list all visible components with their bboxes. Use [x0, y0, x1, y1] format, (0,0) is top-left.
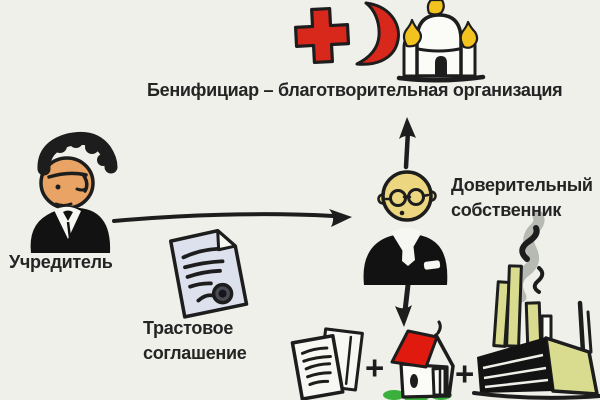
founder-figure — [30, 131, 118, 253]
founder-eye — [55, 184, 61, 190]
trustee-label-line1: Доверительный — [451, 175, 593, 195]
founder-label: Учредитель — [9, 252, 113, 272]
factory-front — [477, 337, 554, 393]
trustee-figure — [363, 170, 448, 285]
trustee-tie — [402, 233, 415, 266]
trust-agreement-label-line1: Трастовое — [143, 318, 234, 338]
house-icon — [383, 320, 455, 400]
roof — [390, 329, 439, 369]
assets-documents-icon — [290, 327, 364, 400]
trust-agreement-icon — [168, 228, 249, 319]
trustee-label-line2: собственник — [451, 200, 562, 220]
trust-agreement-label: Трастовое соглашение — [143, 316, 247, 366]
beneficiary-label: Бенифициар – благотворительная организац… — [147, 80, 563, 100]
church-icon — [396, 0, 486, 83]
trustee-to-beneficiary-arrow — [399, 117, 416, 170]
grass-icon — [383, 390, 405, 400]
folded-corner — [216, 229, 237, 252]
trust-agreement-label-line2: соглашение — [143, 343, 247, 363]
trustee-label: Доверительный собственник — [451, 173, 593, 223]
factory-icon — [472, 210, 600, 400]
door — [410, 374, 418, 388]
pocket-square — [423, 260, 441, 270]
founder-to-trustee-arrow — [112, 209, 352, 227]
plus-sign-right: + — [455, 355, 475, 392]
red-cross-crescent-icon — [293, 1, 400, 66]
plus-sign-left: + — [365, 349, 385, 386]
